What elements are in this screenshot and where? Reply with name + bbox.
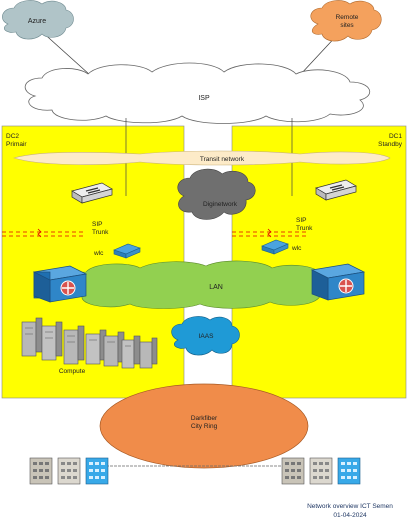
buildings-left	[29, 457, 109, 485]
transit-network	[12, 150, 391, 166]
iaas-cloud	[171, 316, 240, 356]
diagram-footer: Network overview ICT Semen 01-04-2024	[292, 502, 408, 520]
isp-label: ISP	[198, 95, 210, 102]
buildings-right	[281, 457, 361, 485]
core-switch-dc1	[310, 263, 366, 301]
azure-label: Azure	[28, 18, 46, 25]
core-switch-dc2	[32, 265, 88, 303]
wlc-dc1-label: wlc	[291, 245, 302, 252]
transit-network-label: Transit network	[200, 156, 245, 163]
isp-cloud	[24, 62, 371, 124]
sip-trunk-dc1-label-line: SIP	[296, 217, 306, 224]
lan-label: LAN	[209, 284, 223, 291]
azure-cloud	[2, 0, 74, 40]
wlc-dc1	[261, 239, 289, 255]
darkfiber-label-line: City Ring	[191, 423, 218, 430]
dc2-label-line: DC2	[6, 133, 19, 140]
iaas-label: IAAS	[199, 333, 214, 340]
sip-trunk-dc1-label-line: Trunk	[296, 225, 313, 232]
sip-trunk-dc1-lines	[232, 228, 306, 238]
sip-trunk-dc2-label-line: SIP	[92, 221, 102, 228]
footer-date: 01-04-2024	[333, 512, 367, 519]
darkfiber-ring	[99, 383, 309, 469]
router-dc2	[71, 182, 113, 204]
compute-servers	[21, 317, 158, 369]
dc1-area	[231, 125, 407, 399]
wlc-dc2	[113, 243, 141, 259]
lan-cloud	[70, 260, 335, 309]
dc1-label-line: DC1	[389, 133, 402, 140]
sip-trunk-dc2-label-line: Trunk	[92, 229, 109, 236]
footer-title: Network overview ICT Semen	[307, 503, 393, 510]
sip-trunk-dc2-lines	[2, 228, 84, 238]
diginetwork-cloud	[177, 168, 256, 220]
diginetwork-label: Diginetwork	[203, 201, 238, 208]
dc2-label-line: Primair	[6, 141, 27, 148]
darkfiber-label-line: Darkfiber	[191, 415, 218, 422]
router-dc1	[315, 179, 357, 201]
compute-label: Compute	[59, 368, 86, 375]
wlc-dc2-label: wlc	[93, 250, 104, 257]
remote-sites-cloud	[310, 0, 382, 42]
remote-sites-label-line: Remote	[336, 14, 359, 21]
dc1-label-line: Standby	[378, 141, 403, 148]
remote-sites-label-line: sites	[340, 22, 354, 29]
